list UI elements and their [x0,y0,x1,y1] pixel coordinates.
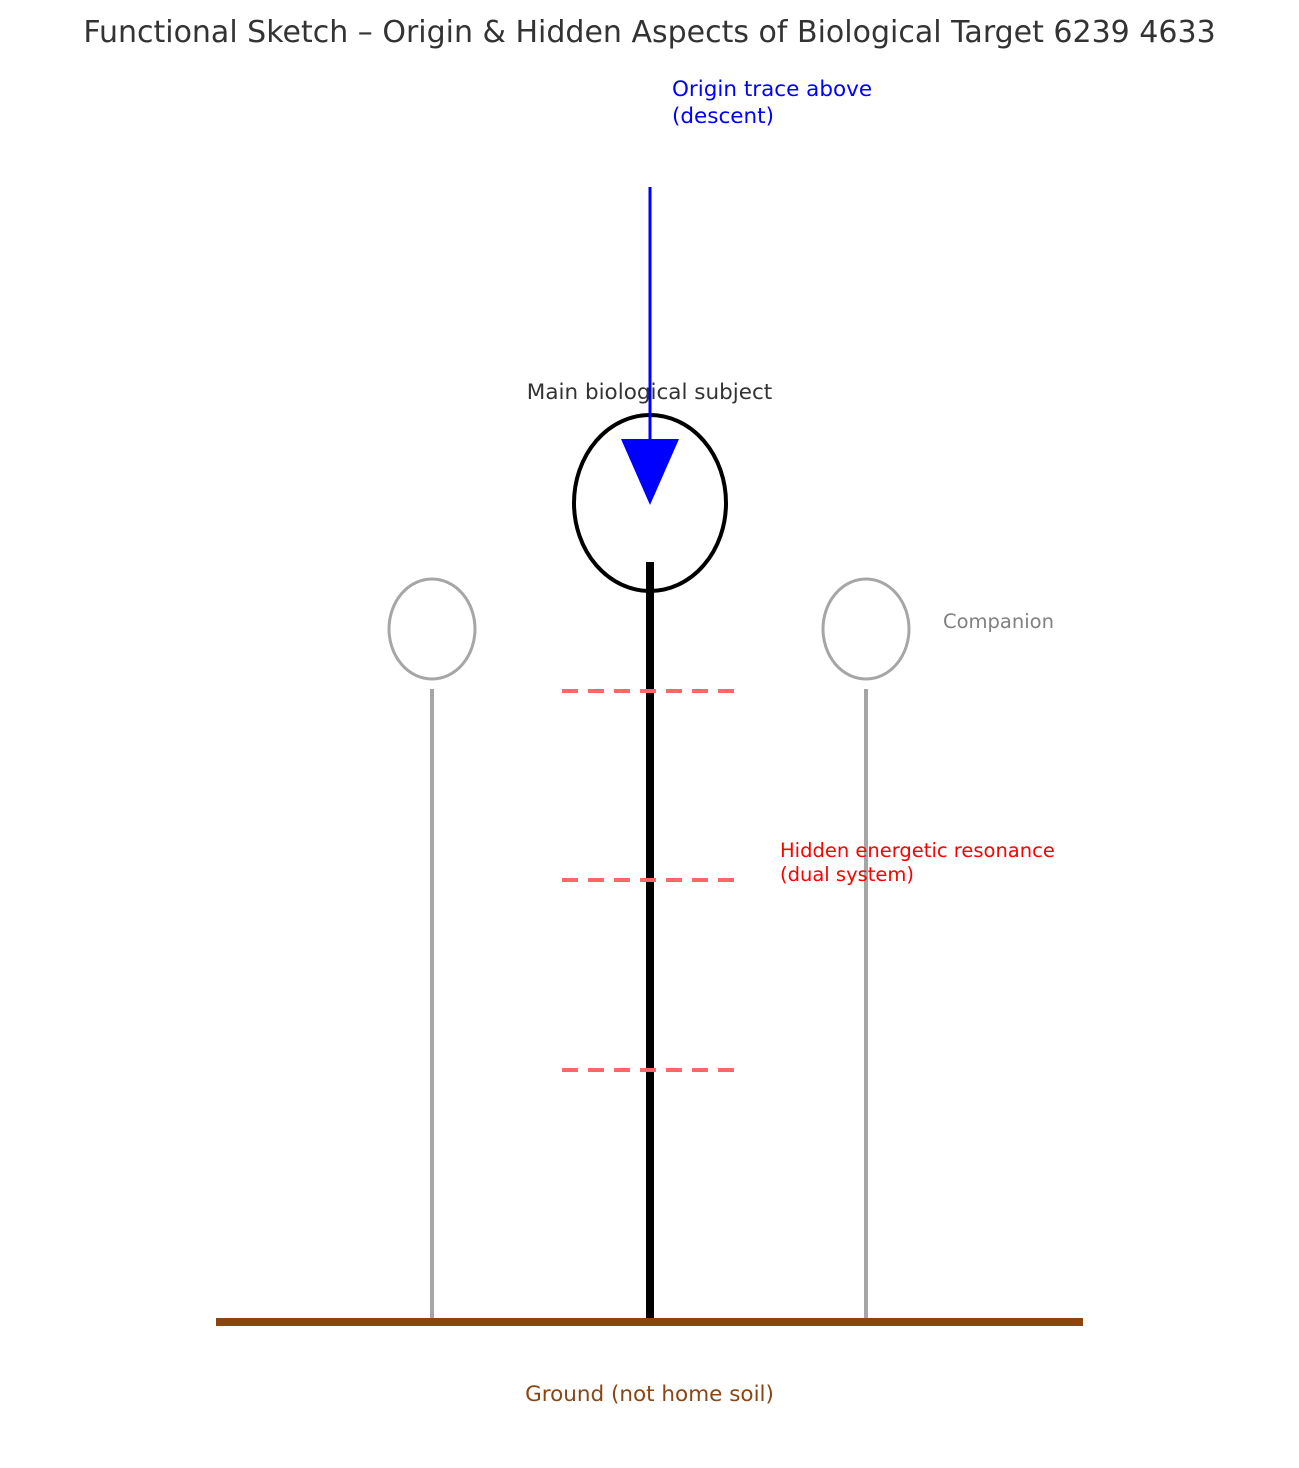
companion-label: Companion [943,610,1054,633]
main-subject [572,413,728,1322]
companion-right [821,577,911,1322]
companion-right-head [821,577,911,681]
hidden-resonance-label: Hidden energetic resonance (dual system) [780,839,1055,886]
companion-left-head [387,577,477,681]
resonance-lines [562,689,736,1072]
diagram-title: Functional Sketch – Origin & Hidden Aspe… [83,15,1216,50]
origin-arrow [621,187,679,505]
origin-trace-label: Origin trace above (descent) [672,77,873,129]
main-subject-label: Main biological subject [526,380,773,405]
companion-left [387,577,477,1322]
arrow-down-icon [621,439,679,505]
ground-label: Ground (not home soil) [525,1382,774,1407]
